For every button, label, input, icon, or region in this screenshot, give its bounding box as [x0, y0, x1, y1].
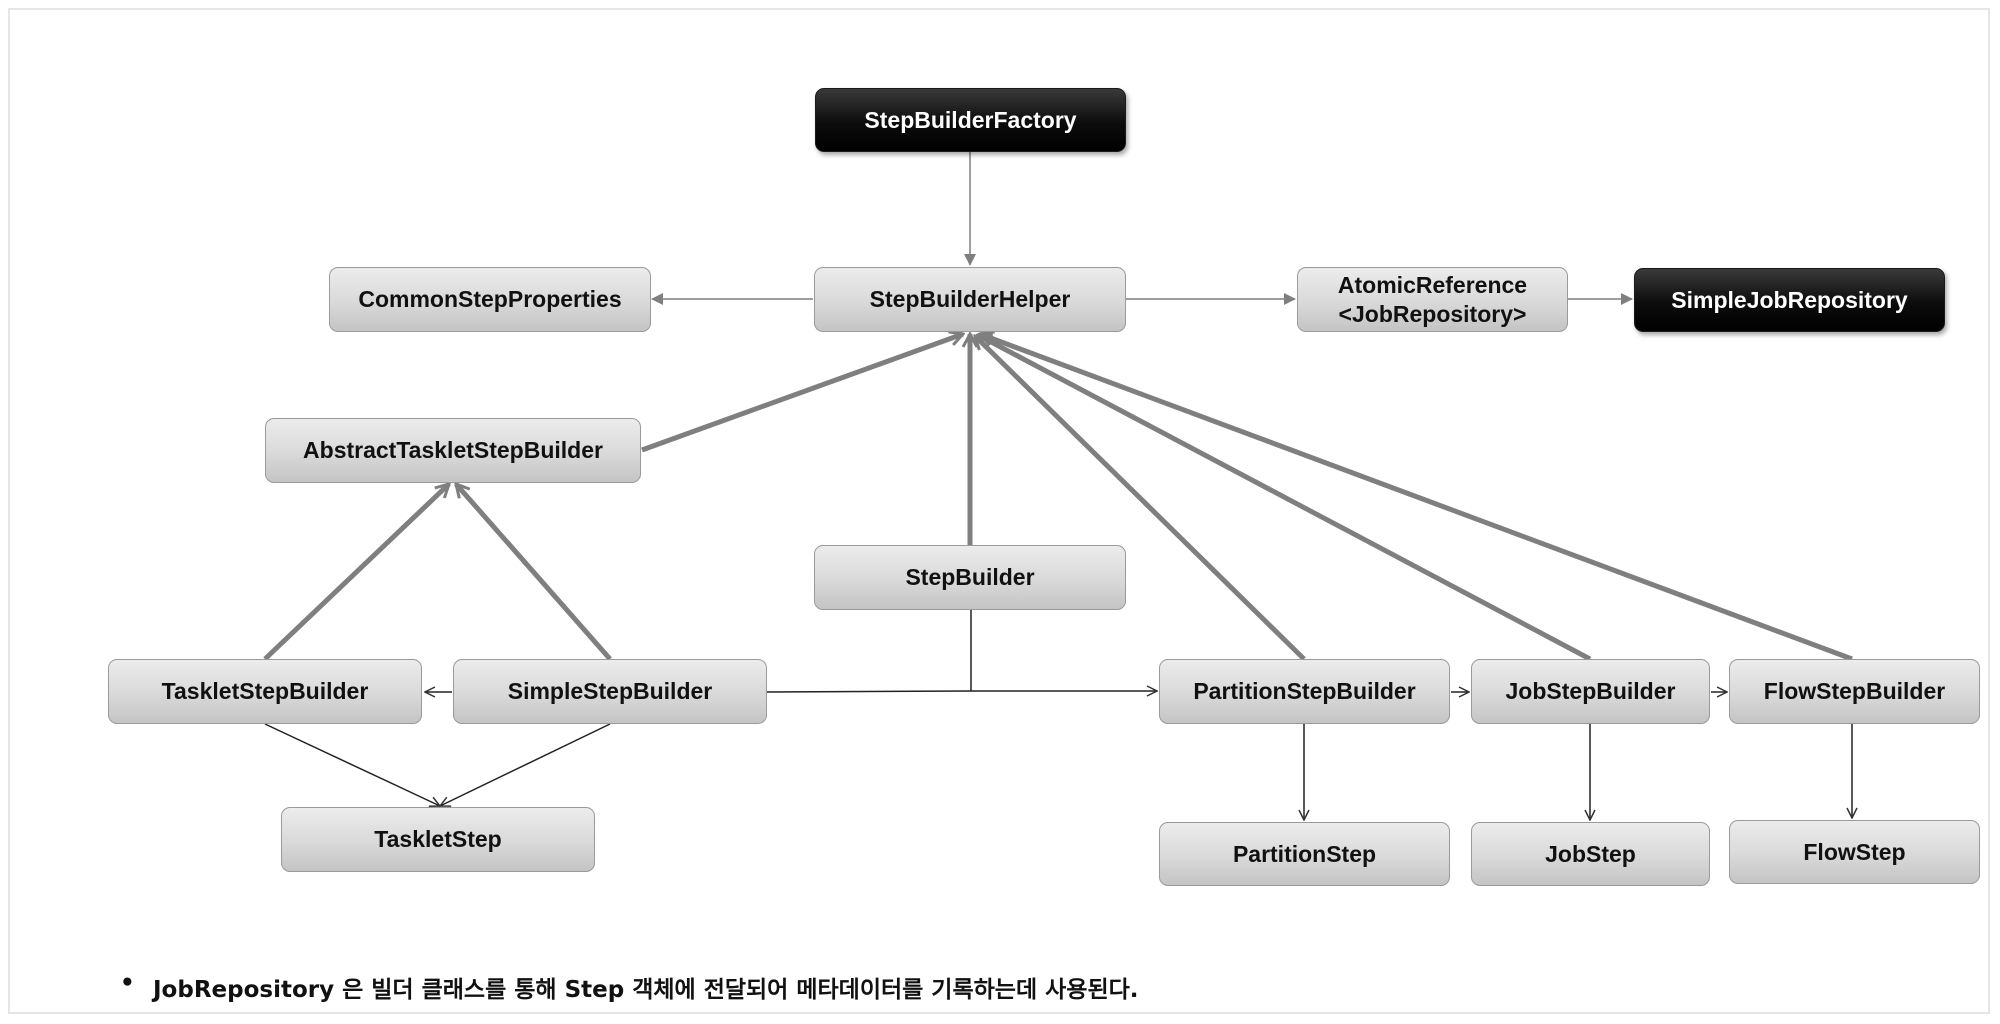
- node-tasklet-step: TaskletStep: [281, 807, 595, 872]
- job-builder-to-helper-arrow: [978, 332, 1592, 662]
- node-job-step-builder: JobStepBuilder: [1471, 659, 1710, 724]
- node-flow-step-builder: FlowStepBuilder: [1729, 659, 1980, 724]
- note-bullet: •: [120, 970, 135, 996]
- node-partition-step: PartitionStep: [1159, 822, 1450, 886]
- flow-builder-to-helper-arrow: [980, 334, 1853, 662]
- node-step-builder: StepBuilder: [814, 545, 1126, 610]
- note-text: JobRepository 은 빌더 클래스를 통해 Step 객체에 전달되어…: [153, 977, 1139, 1003]
- tasklet-builder-to-abstract-arrow: [263, 484, 449, 661]
- node-tasklet-step-builder: TaskletStepBuilder: [108, 659, 422, 724]
- node-step-builder-factory: StepBuilderFactory: [815, 88, 1126, 152]
- node-partition-step-builder: PartitionStepBuilder: [1159, 659, 1450, 724]
- partition-builder-to-helper-arrow: [975, 336, 1306, 661]
- node-step-builder-helper: StepBuilderHelper: [814, 267, 1126, 332]
- node-common-step-properties: CommonStepProperties: [329, 267, 651, 332]
- node-atomic-reference: AtomicReference <JobRepository>: [1297, 267, 1568, 332]
- node-abstract-tasklet-step-builder: AbstractTaskletStepBuilder: [265, 418, 641, 483]
- abstract-tasklet-to-helper-arrow: [641, 334, 963, 453]
- simple-builder-to-tasklet-step-arrow: [440, 723, 611, 806]
- simple-builder-to-abstract-arrow: [456, 484, 612, 661]
- diagram-frame: [8, 8, 1990, 1014]
- node-simple-job-repository: SimpleJobRepository: [1634, 268, 1945, 332]
- node-flow-step: FlowStep: [1729, 820, 1980, 884]
- node-job-step: JobStep: [1471, 822, 1710, 886]
- tasklet-builder-to-tasklet-step-arrow: [264, 723, 440, 806]
- simple-builder-to-branch-line: [766, 690, 972, 693]
- node-simple-step-builder: SimpleStepBuilder: [453, 659, 767, 724]
- stepbuilder-creates-builders-connector: [970, 610, 1157, 691]
